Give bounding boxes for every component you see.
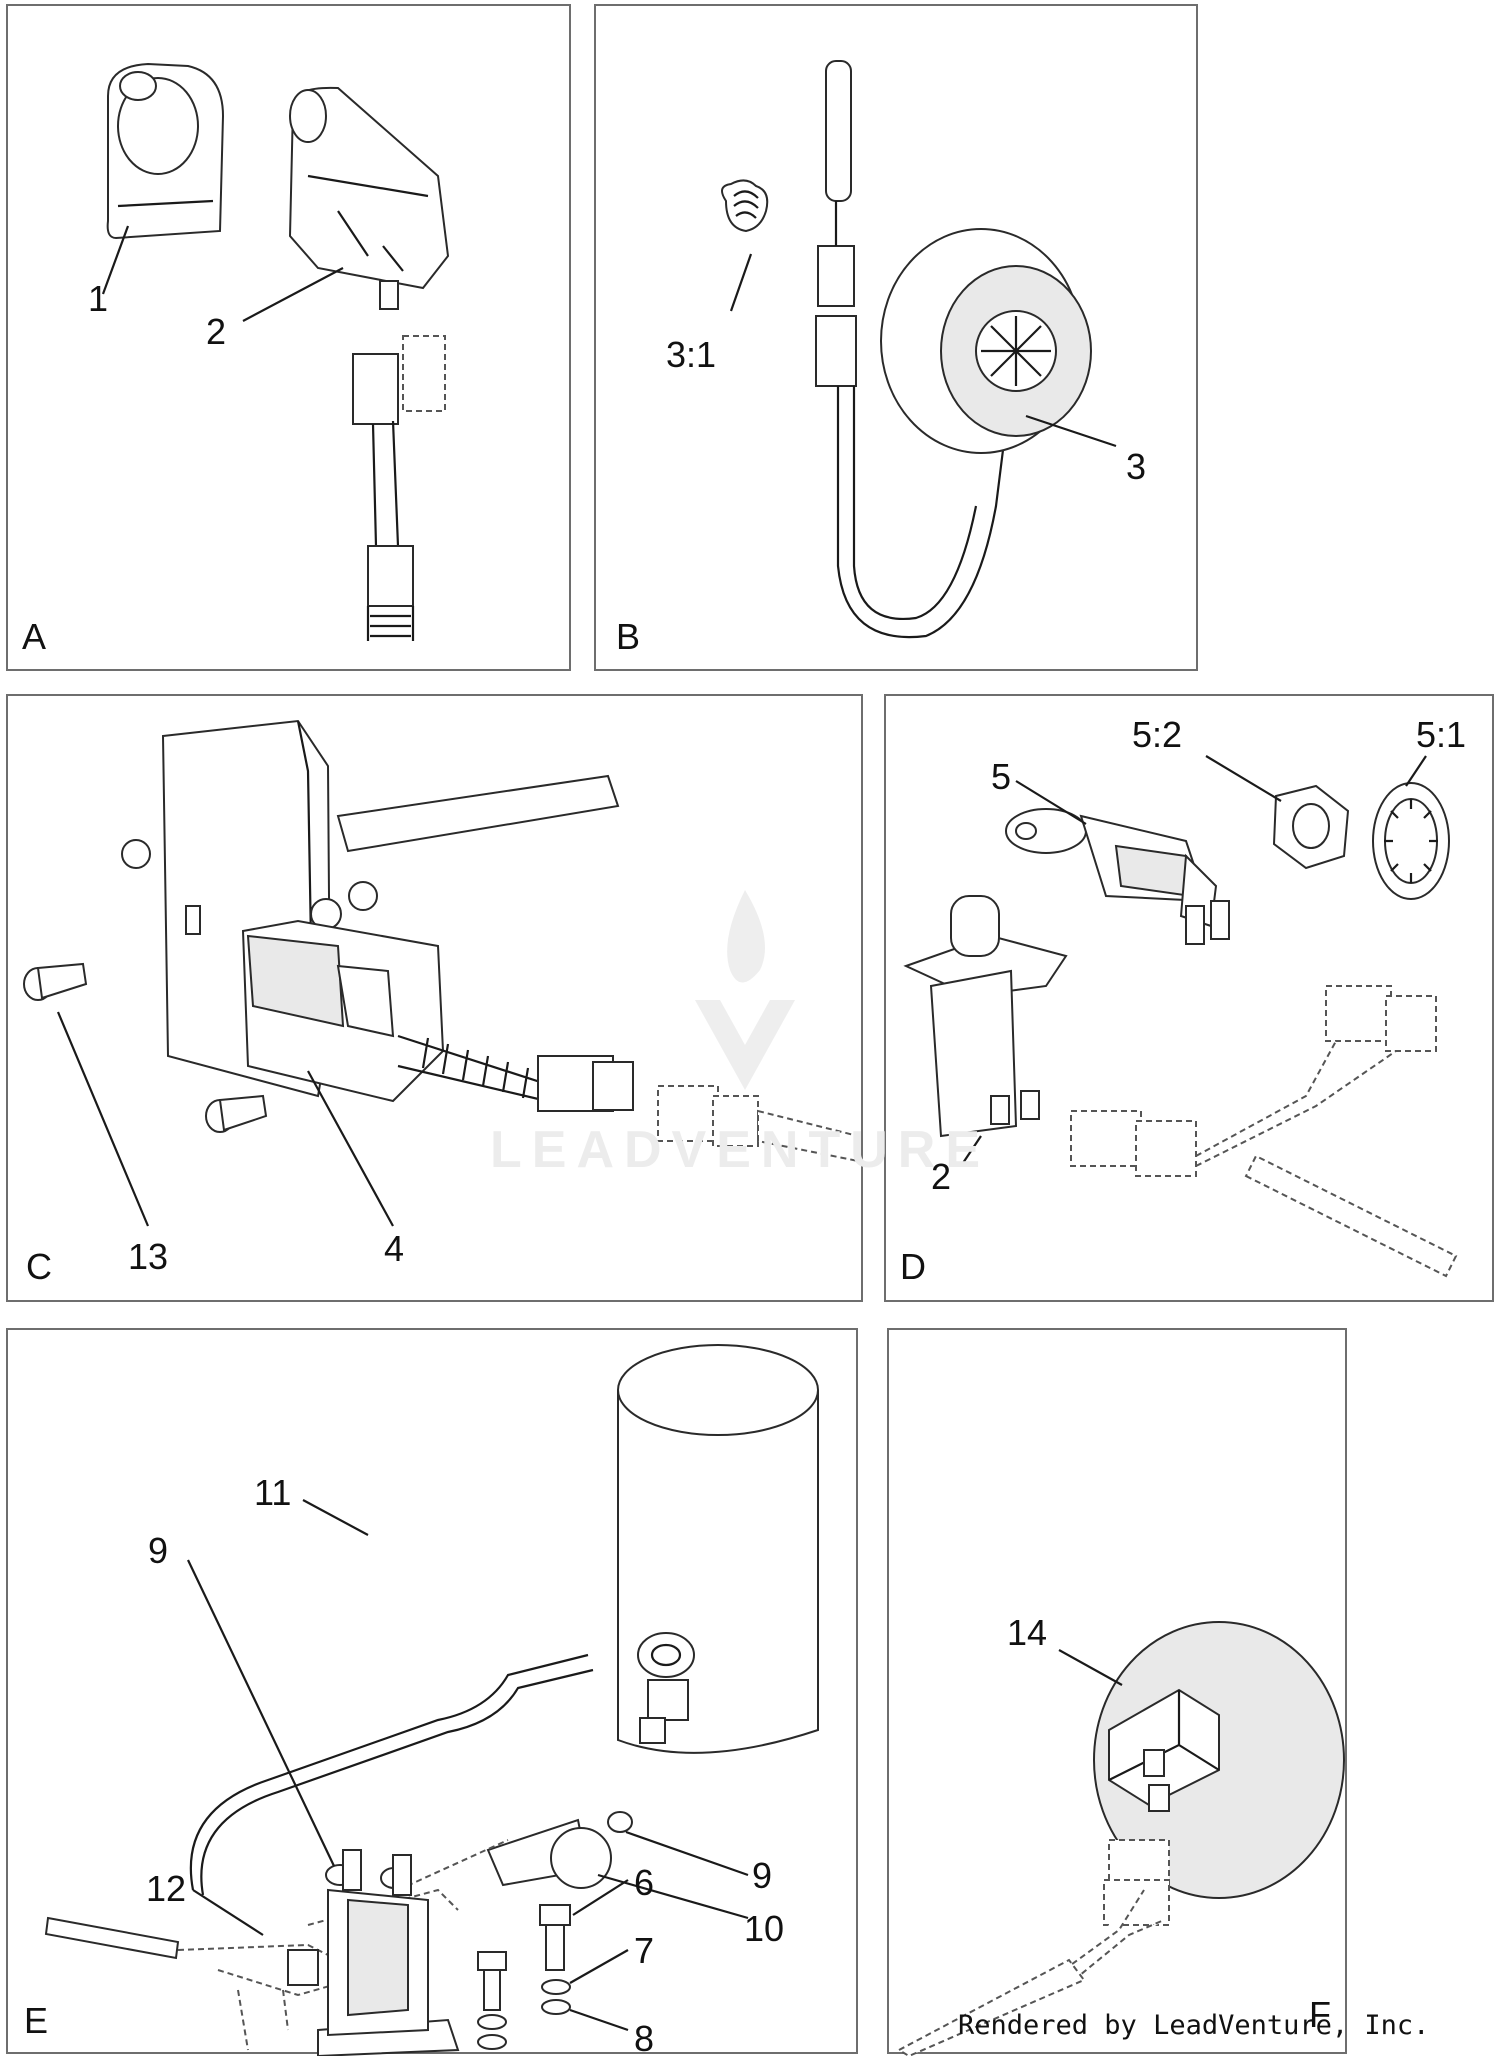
relay-part-14	[1093, 1621, 1345, 1899]
harness-d	[1070, 985, 1458, 1278]
leader-line-12	[192, 1889, 264, 1936]
pin-part-13	[23, 962, 268, 1133]
leader-line-8	[569, 2008, 629, 2032]
callout-13: 13	[128, 1236, 169, 1277]
leader-line-1	[101, 225, 130, 295]
panel-c: 13 4 C	[6, 694, 863, 1302]
leader-line-2	[242, 267, 344, 322]
leader-line-5-1	[1405, 755, 1427, 787]
harness-e	[44, 1839, 509, 2051]
panel-label-f: F	[1309, 1994, 1331, 2035]
leader-line-5-2	[1205, 755, 1282, 802]
leader-line-7	[569, 1949, 629, 1984]
panel-b: 3:1 3 B	[594, 4, 1198, 671]
panel-b-drawing	[721, 60, 1117, 639]
panel-label-c: C	[26, 1246, 52, 1287]
leader-line-9b	[625, 1830, 749, 1877]
seat-switch-part-4	[241, 919, 634, 1112]
callout-9b: 9	[752, 1855, 773, 1896]
callout-3-1: 3:1	[666, 334, 717, 375]
switch-part-2	[288, 86, 450, 310]
callout-11: 11	[254, 1472, 292, 1513]
harness-f	[896, 1839, 1170, 2056]
panel-e-drawing	[44, 1344, 819, 2056]
footer-credit: Rendered by LeadVenture, Inc.	[958, 2010, 1430, 2041]
starter-motor	[617, 1344, 819, 1754]
leader-line-14	[1058, 1649, 1123, 1686]
panel-label-b: B	[616, 616, 641, 657]
panel-a: 1 2 A	[6, 4, 571, 671]
callout-5: 5	[991, 756, 1012, 797]
leader-line-11	[302, 1499, 369, 1536]
callout-10: 10	[744, 1908, 785, 1949]
beeper-harness	[815, 60, 1008, 639]
panel-f: 14 F	[887, 1328, 1347, 2056]
callout-4: 4	[384, 1228, 405, 1269]
callout-5-1: 5:1	[1416, 714, 1467, 755]
panel-a-drawing	[101, 62, 450, 641]
callout-1: 1	[88, 278, 109, 319]
leader-line-6	[572, 1879, 629, 1916]
panel-label-e: E	[24, 2000, 49, 2041]
panel-label-d: D	[900, 1246, 926, 1287]
leader-line-4	[307, 1070, 394, 1227]
callout-12: 12	[146, 1868, 187, 1909]
harness-connector-c	[657, 1085, 859, 1163]
callout-7: 7	[634, 1930, 655, 1971]
leader-line-3-1	[729, 253, 753, 312]
panel-d: 5:2 5:1 5 2 D	[884, 694, 1494, 1302]
panel-e: 11 9 9 10 6 7 12 8 E	[6, 1328, 858, 2059]
callout-2: 2	[206, 311, 227, 352]
leadventure-logo	[695, 890, 795, 1090]
panel-d-drawing	[903, 755, 1458, 1278]
solenoid-part-12	[287, 1849, 460, 2056]
watermark-text: LEADVENTURE	[490, 1121, 991, 1179]
callout-14: 14	[1007, 1612, 1048, 1653]
panel-f-drawing	[896, 1621, 1345, 2056]
panel-c-drawing	[23, 719, 859, 1227]
lock-washer-part-5-1	[1372, 782, 1450, 900]
callout-6: 6	[634, 1862, 655, 1903]
boot-part-10	[486, 1818, 612, 1889]
washer-part-7	[477, 1979, 571, 2030]
nut-part-5-2	[1272, 784, 1350, 870]
plunger-switch-part-2	[903, 895, 1068, 1138]
callout-5-2: 5:2	[1132, 714, 1183, 755]
leader-line-3	[1025, 414, 1117, 448]
leader-line-9a	[187, 1559, 335, 1867]
panel-label-a: A	[22, 616, 47, 657]
bezel-part-1	[106, 62, 225, 240]
leader-line-10	[597, 1873, 749, 1920]
callout-9a: 9	[148, 1530, 169, 1571]
bolt-part-6	[477, 1904, 571, 2011]
leader-line-5	[1015, 780, 1087, 825]
harness-connector	[352, 335, 446, 641]
washer-part-8	[477, 1999, 571, 2050]
callout-3: 3	[1126, 446, 1147, 487]
grommet-part-3-1	[721, 179, 769, 233]
leader-line-2-d	[960, 1135, 982, 1167]
key-switch-part-5	[1005, 808, 1230, 945]
leader-line-13	[56, 1011, 150, 1227]
callout-2-d: 2	[931, 1156, 952, 1197]
beeper-part-3	[880, 228, 1092, 454]
callout-8: 8	[634, 2018, 655, 2059]
